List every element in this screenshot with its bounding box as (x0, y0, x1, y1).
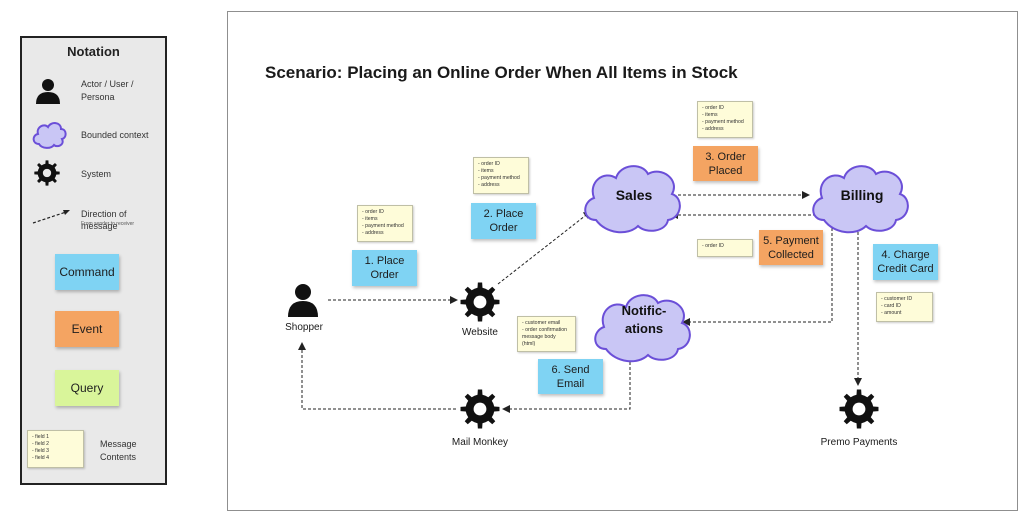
note-field: - customer email (522, 320, 561, 326)
legend-direction-label: Direction of message (81, 209, 127, 231)
note-step6: - customer email - order confirmation me… (517, 316, 576, 352)
command-step2-line1: 2. Place (483, 208, 524, 220)
person-icon (36, 79, 60, 104)
context-sales-label: Sales (615, 187, 653, 203)
legend-bounded-context-label: Bounded context (81, 130, 149, 140)
context-sales: Sales (586, 178, 682, 212)
command-step4-line1: 4. Charge (881, 249, 930, 261)
note-field: - order ID (362, 209, 384, 215)
legend-message-note: - field 1 - field 2 - field 3 - field 4 (27, 430, 84, 468)
legend-field: - field 1 (32, 434, 50, 440)
note-field: - address (362, 230, 384, 236)
note-field: - address (702, 126, 724, 132)
gear-icon (839, 389, 879, 429)
command-step1-line2: Order (370, 269, 399, 281)
arrow-billing-to-notifications (682, 228, 833, 326)
note-field: - payment method (362, 223, 404, 229)
event-step3-line2: Placed (708, 164, 743, 177)
note-field: - payment method (478, 175, 520, 181)
dashed-arrow-icon (32, 210, 70, 224)
node-website-label: Website (462, 327, 498, 338)
command-step6: 6. Send Email (538, 359, 603, 394)
legend-command-label: Command (59, 265, 115, 279)
notation-legend: Notation Actor / User / Persona Bounded … (20, 36, 167, 485)
node-shopper-label: Shopper (285, 322, 323, 333)
note-field: - items (362, 216, 378, 222)
note-field: - items (478, 168, 494, 174)
event-step3-line1: 3. Order (705, 150, 746, 163)
cloud-notifications (594, 294, 691, 363)
note-field: - order confirmation (522, 327, 567, 333)
note-field: message body (522, 334, 556, 340)
note-step3: - order ID - items - payment method - ad… (697, 101, 753, 138)
command-step4: 4. Charge Credit Card (873, 244, 938, 280)
command-step2-line2: Order (489, 222, 518, 234)
legend-direction-sublabel: From sender to receiver (81, 221, 135, 227)
legend-field: - field 3 (32, 448, 50, 454)
legend-query-sticky: Query (55, 370, 119, 406)
scenario-title: Scenario: Placing an Online Order When A… (265, 63, 738, 82)
note-field: (html) (522, 341, 536, 347)
person-icon (288, 284, 318, 317)
gear-icon (34, 160, 60, 186)
legend-actor-label-1: Actor / User / (81, 79, 134, 89)
event-step3: 3. Order Placed (693, 146, 758, 181)
note-step5: - order ID (697, 239, 753, 257)
cloud-sales (584, 165, 681, 234)
arrow-mailmonkey-to-shopper (298, 342, 456, 410)
context-notifications-label-1: Notific- (621, 303, 667, 318)
note-step2: - order ID - items - payment method - ad… (473, 157, 529, 194)
cloud-icon (32, 122, 67, 149)
command-step6-line2: Email (556, 377, 585, 390)
gear-icon (460, 282, 500, 322)
gear-icon (460, 389, 500, 429)
legend-field: - field 4 (32, 455, 50, 461)
event-step5-line2: Collected (768, 248, 814, 261)
event-step5-line1: 5. Payment (763, 234, 819, 247)
command-step1-line1: 1. Place (364, 255, 405, 267)
legend-query-label: Query (70, 381, 104, 395)
note-field: - address (478, 182, 500, 188)
legend-event-sticky: Event (55, 311, 119, 347)
note-step1: - order ID - items - payment method - ad… (357, 205, 413, 242)
command-step2: 2. Place Order (471, 203, 536, 239)
legend-actor-label-2: Persona (81, 92, 115, 102)
command-step4-line2: Credit Card (877, 263, 934, 275)
command-step1: 1. Place Order (352, 250, 417, 286)
note-field: - items (702, 112, 718, 118)
note-field: - order ID (478, 161, 500, 167)
cloud-billing (812, 165, 909, 234)
context-notifications-label-2: ations (624, 321, 664, 336)
event-step5: 5. Payment Collected (759, 230, 823, 265)
note-field: - card ID (881, 303, 901, 309)
node-mail-monkey-label: Mail Monkey (451, 437, 509, 448)
context-notifications: Notific- ations (596, 300, 692, 340)
note-field: - order ID (702, 105, 724, 111)
node-premo-payments-label: Premo Payments (820, 437, 898, 448)
note-step4: - customer ID - card ID - amount (876, 292, 933, 322)
context-billing: Billing (814, 178, 910, 212)
arrow-website-to-sales (497, 210, 592, 285)
legend-command-sticky: Command (55, 254, 119, 290)
legend-message-label-2: Contents (100, 452, 137, 462)
legend-field: - field 2 (32, 441, 50, 447)
command-step6-line1: 6. Send (551, 363, 590, 376)
legend-system-label: System (81, 169, 112, 179)
arrow-notifications-to-mailmonkey (502, 357, 631, 413)
legend-title: Notation (67, 44, 120, 59)
note-field: - customer ID (881, 296, 913, 302)
legend-message-label-1: Message (100, 439, 137, 449)
context-billing-label: Billing (840, 187, 884, 203)
note-field: - order ID (702, 243, 724, 249)
note-field: - amount (881, 310, 902, 316)
legend-event-label: Event (71, 322, 103, 336)
note-field: - payment method (702, 119, 744, 125)
